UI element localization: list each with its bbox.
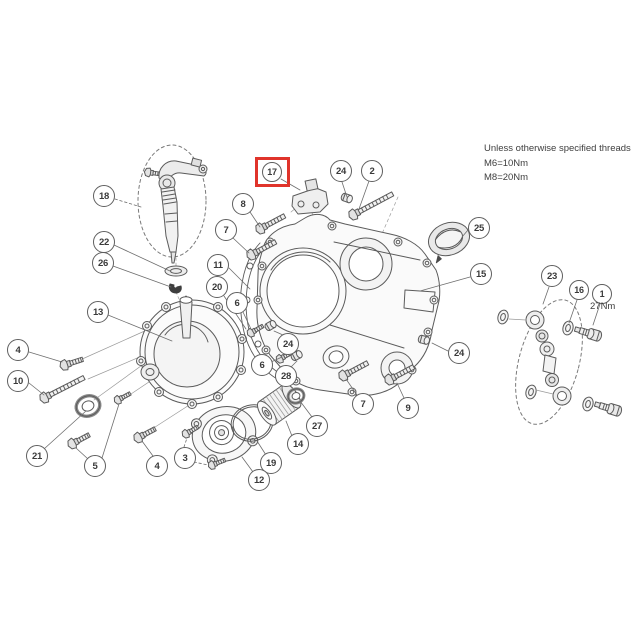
thread-note-line2: M6=10Nm [484,157,529,169]
callout-6-upper: 6 [226,292,248,314]
callout-11: 11 [207,254,229,276]
torque-label-27nm: 27Nm [590,301,616,312]
thread-note-line1: Unless otherwise specified threads [484,143,631,154]
callout-4-bottom: 4 [146,455,168,477]
shaft-assembly-18 [137,144,208,264]
callout-2: 2 [361,160,383,182]
callout-25: 25 [468,217,490,239]
oil-line-assembly-23 [495,299,583,425]
callout-6-lower: 6 [251,354,273,376]
thread-note-line3: M8=20Nm [484,172,529,183]
callout-7-bottom: 7 [352,393,374,415]
callout-28: 28 [275,365,297,387]
callout-17-highlighted: 17 [262,162,282,182]
callout-14: 14 [287,433,309,455]
callout-5: 5 [84,455,106,477]
filler-cap-25 [428,221,470,264]
callout-21: 21 [26,445,48,467]
callout-19: 19 [260,452,282,474]
callout-12: 12 [248,469,270,491]
bracket-17 [291,178,329,215]
callout-26: 26 [92,252,114,274]
callout-24-right: 24 [448,342,470,364]
callout-24-top: 24 [330,160,352,182]
callout-3: 3 [174,447,196,469]
callout-18: 18 [93,185,115,207]
leader-lines [28,178,601,473]
callout-13: 13 [87,301,109,323]
seal-21 [74,394,102,418]
callout-27: 27 [306,415,328,437]
callout-23: 23 [541,265,563,287]
callout-16: 16 [569,280,589,300]
highlight-box-17 [255,157,290,187]
callout-20: 20 [206,276,228,298]
main-cover-15 [253,213,441,397]
callout-24-middle: 24 [277,333,299,355]
callout-1: 1 [592,284,612,304]
callout-4-top: 4 [7,339,29,361]
left-cover-13 [136,295,247,409]
thread-spec-note: Unless otherwise specified threads M6=10… [484,142,631,186]
seal-22 [164,265,188,277]
callout-7-top: 7 [215,219,237,241]
callout-10: 10 [7,370,29,392]
callout-22: 22 [93,231,115,253]
callout-8: 8 [232,193,254,215]
callout-15: 15 [470,263,492,285]
banjo-bolts-1-16 [560,319,624,418]
callout-9: 9 [397,397,419,419]
seal-27 [286,387,306,405]
clip-26 [168,283,182,294]
